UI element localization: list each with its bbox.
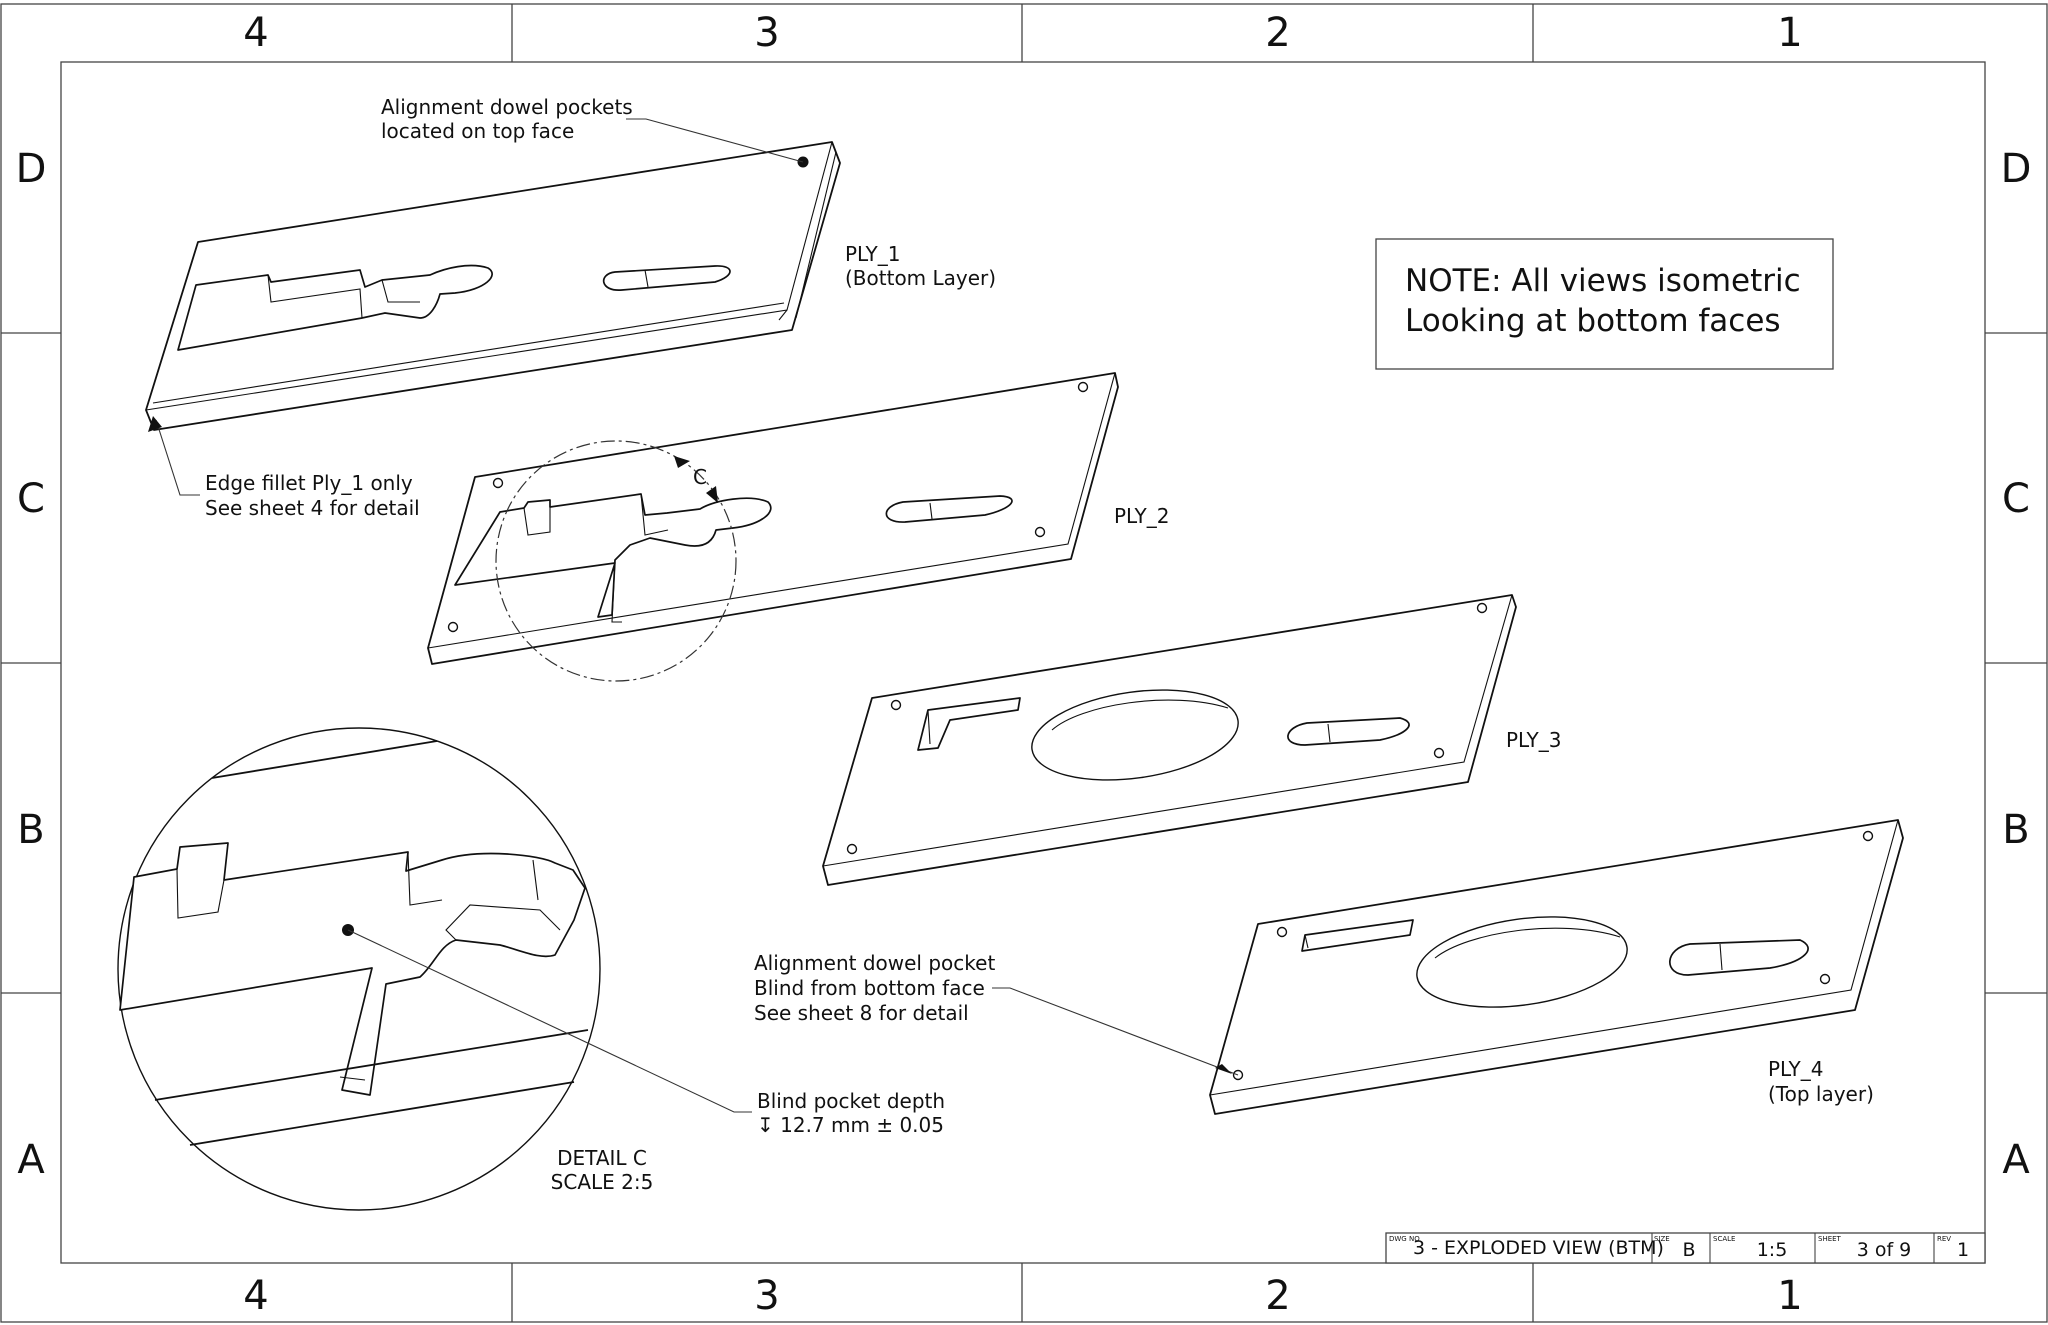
detail-scale: SCALE 2:5 bbox=[551, 1170, 654, 1194]
note-line-1: NOTE: All views isometric bbox=[1405, 263, 1801, 299]
leader-edge-fillet bbox=[155, 419, 200, 496]
ply-4-slot bbox=[1669, 939, 1809, 976]
scale-value: 1:5 bbox=[1757, 1239, 1788, 1261]
title-block: DWG NO 3 - EXPLODED VIEW (BTM) SIZE B SC… bbox=[1385, 1232, 1986, 1264]
note-line-2: Looking at bottom faces bbox=[1405, 303, 1781, 339]
zone-col-top-3: 3 bbox=[754, 10, 779, 56]
note-box: NOTE: All views isometric Looking at bot… bbox=[1375, 238, 1834, 370]
rev-caption: REV bbox=[1937, 1235, 1951, 1243]
zone-col-top-1: 1 bbox=[1777, 10, 1802, 56]
zone-row-right-a: A bbox=[2002, 1137, 2030, 1183]
callout-blind-pocket: Blind pocket depth ↧ 12.7 mm ± 0.05 bbox=[757, 1089, 945, 1137]
rev-value: 1 bbox=[1957, 1239, 1969, 1261]
zone-row-right-b: B bbox=[2002, 807, 2029, 853]
leader-blind-pocket bbox=[347, 929, 752, 1113]
callout-edge-fillet-line-1: Edge fillet Ply_1 only bbox=[205, 471, 413, 495]
zone-row-left-a: A bbox=[17, 1137, 45, 1183]
callout-blind-pocket-line-1: Blind pocket depth bbox=[757, 1089, 945, 1113]
ply-2-slot bbox=[885, 495, 1013, 523]
ply-4-sublabel: (Top layer) bbox=[1768, 1082, 1874, 1106]
callout-blind-pocket-line-2: ↧ 12.7 mm ± 0.05 bbox=[757, 1113, 944, 1137]
detail-title: DETAIL C bbox=[557, 1146, 647, 1170]
ply-3-slot bbox=[1287, 717, 1410, 746]
detail-c-boundary bbox=[495, 440, 737, 682]
leader-dowel-blind bbox=[992, 987, 1239, 1076]
ply-1-pocket bbox=[177, 264, 493, 351]
zone-row-left-b: B bbox=[17, 807, 44, 853]
detail-c-marker: C bbox=[693, 465, 707, 489]
part-labels: PLY_1 (Bottom Layer) PLY_2 PLY_3 PLY_4 (… bbox=[845, 242, 1874, 1106]
callout-dowel-blind-line-1: Alignment dowel pocket bbox=[754, 951, 995, 975]
ply-1-slot bbox=[603, 265, 731, 291]
ply-3-large-hole bbox=[1031, 689, 1239, 781]
ply-2-pocket bbox=[454, 493, 772, 618]
callout-edge-fillet-line-2: See sheet 4 for detail bbox=[205, 496, 420, 520]
zone-row-left-d: D bbox=[16, 146, 47, 192]
dwg-no-caption: DWG NO bbox=[1389, 1235, 1420, 1243]
zone-row-left-c: C bbox=[17, 476, 45, 522]
ply-1-part bbox=[145, 141, 841, 431]
ply-4-label: PLY_4 bbox=[1768, 1057, 1824, 1081]
callout-dowel-top-line-2: located on top face bbox=[381, 119, 574, 143]
zone-col-top-2: 2 bbox=[1265, 10, 1290, 56]
ply-2-label: PLY_2 bbox=[1114, 504, 1170, 528]
zone-col-bottom-4: 4 bbox=[243, 1273, 268, 1319]
detail-c-view: DETAIL C SCALE 2:5 bbox=[117, 727, 654, 1211]
callout-dowel-blind-line-2: Blind from bottom face bbox=[754, 976, 985, 1000]
zone-labels: 4 3 2 1 4 3 2 1 D C B A D C B A bbox=[16, 10, 2032, 1319]
zone-col-bottom-1: 1 bbox=[1777, 1273, 1802, 1319]
sheet-value: 3 of 9 bbox=[1857, 1239, 1912, 1261]
scale-caption: SCALE bbox=[1713, 1235, 1735, 1243]
size-value: B bbox=[1682, 1239, 1695, 1261]
zone-col-bottom-3: 3 bbox=[754, 1273, 779, 1319]
ply-4-large-hole bbox=[1416, 916, 1628, 1008]
dwg-no-value: 3 - EXPLODED VIEW (BTM) bbox=[1413, 1237, 1664, 1259]
ply-4-part bbox=[1209, 819, 1904, 1115]
sheet-caption: SHEET bbox=[1818, 1235, 1842, 1243]
ply-1-label: PLY_1 bbox=[845, 242, 901, 266]
callout-dowel-blind-line-3: See sheet 8 for detail bbox=[754, 1001, 969, 1025]
callout-dowel-top-line-1: Alignment dowel pockets bbox=[381, 95, 633, 119]
ply-3-part bbox=[822, 594, 1517, 886]
ply-3-l-slot bbox=[917, 697, 1021, 751]
zone-col-top-4: 4 bbox=[243, 10, 268, 56]
callout-dowel-blind: Alignment dowel pocket Blind from bottom… bbox=[754, 951, 995, 1025]
size-caption: SIZE bbox=[1654, 1235, 1670, 1243]
ply-3-label: PLY_3 bbox=[1506, 728, 1562, 752]
ply-4-narrow-slot bbox=[1301, 919, 1414, 952]
callout-dowel-top: Alignment dowel pockets located on top f… bbox=[381, 95, 633, 143]
leader-dowel-top bbox=[626, 118, 804, 163]
zone-col-bottom-2: 2 bbox=[1265, 1273, 1290, 1319]
zone-row-right-c: C bbox=[2002, 476, 2030, 522]
ply-1-sublabel: (Bottom Layer) bbox=[845, 266, 996, 290]
zone-ticks bbox=[1, 4, 2047, 1322]
ply-2-part: C bbox=[427, 372, 1119, 682]
callout-edge-fillet: Edge fillet Ply_1 only See sheet 4 for d… bbox=[205, 471, 420, 520]
zone-row-right-d: D bbox=[2001, 146, 2032, 192]
